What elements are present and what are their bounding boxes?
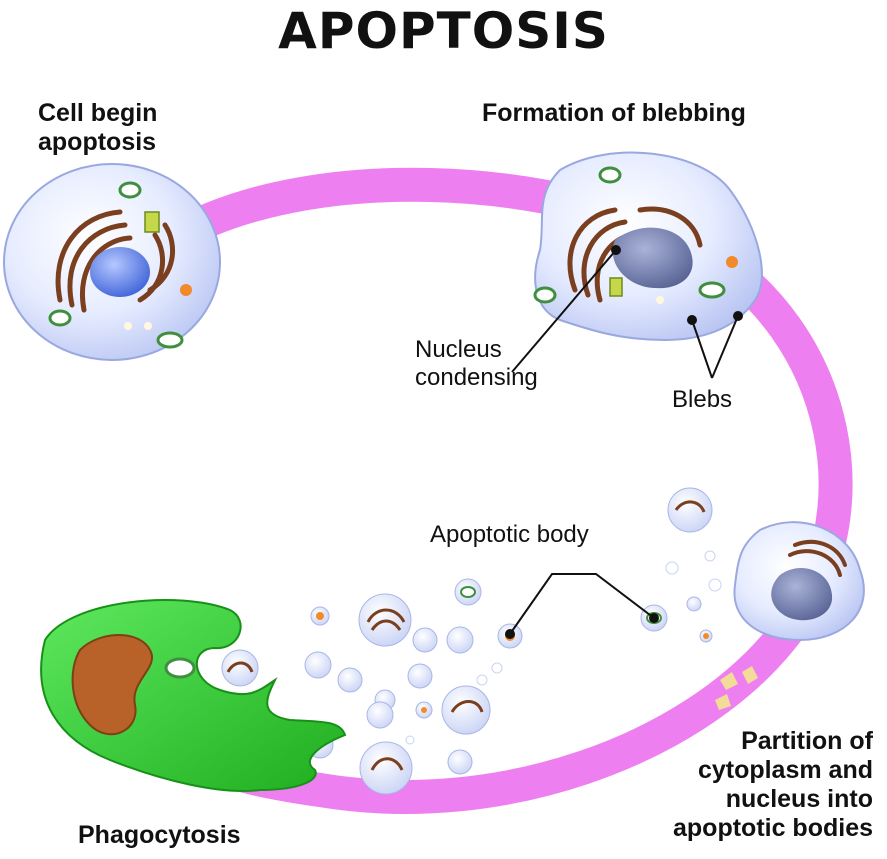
callout-apoptotic-body-text: Apoptotic body	[430, 521, 589, 548]
mitochondrion	[598, 166, 622, 184]
partitioning-cell	[715, 521, 865, 710]
healthy-cell	[3, 163, 221, 361]
phagocyte-nucleus	[71, 634, 153, 736]
golgi-apparatus	[55, 209, 176, 313]
centriole	[144, 211, 160, 233]
callout-lines	[505, 245, 743, 639]
callout-apoptotic-body: Apoptotic body	[430, 521, 589, 549]
callout-blebs: Blebs	[672, 386, 732, 414]
callout-nucleus-condensing: Nucleus condensing	[415, 336, 538, 392]
stage-label-partition-line1: Partition of	[741, 727, 873, 755]
blebbing-cell	[533, 151, 763, 342]
callout-nucleus-line1: Nucleus	[415, 336, 502, 363]
callout-nucleus-line2: condensing	[415, 364, 538, 391]
stage-label-phagocytosis: Phagocytosis	[78, 821, 241, 850]
mitochondrion	[156, 331, 184, 349]
stage-label-partition-line3: nucleus into	[725, 785, 873, 813]
stage-label-partition-line2: cytoplasm and	[697, 756, 873, 784]
mitochondrion	[118, 181, 142, 199]
mitochondrion	[698, 281, 726, 299]
stage-label-phagocytosis-text: Phagocytosis	[78, 821, 241, 849]
nucleus	[90, 247, 150, 297]
vesicle	[180, 284, 192, 296]
stage-label-blebbing: Formation of blebbing	[482, 99, 746, 128]
callout-blebs-text: Blebs	[672, 386, 733, 413]
stage-label-partition-line4: apoptotic bodies	[673, 814, 873, 842]
phagocyte	[40, 599, 347, 792]
stage-label-blebbing-text: Formation of blebbing	[482, 99, 746, 127]
stage-label-begin-line2: apoptosis	[38, 128, 157, 156]
mitochondrion	[48, 309, 72, 327]
mitochondrion	[533, 286, 557, 304]
condensed-nucleus	[612, 227, 693, 289]
stage-label-begin-line1: Cell begin	[38, 99, 158, 127]
diagram-title: APOPTOSIS	[278, 2, 609, 60]
stage-label-partition: Partition of cytoplasm and nucleus into …	[673, 727, 873, 843]
stage-label-begin: Cell begin apoptosis	[38, 99, 157, 157]
